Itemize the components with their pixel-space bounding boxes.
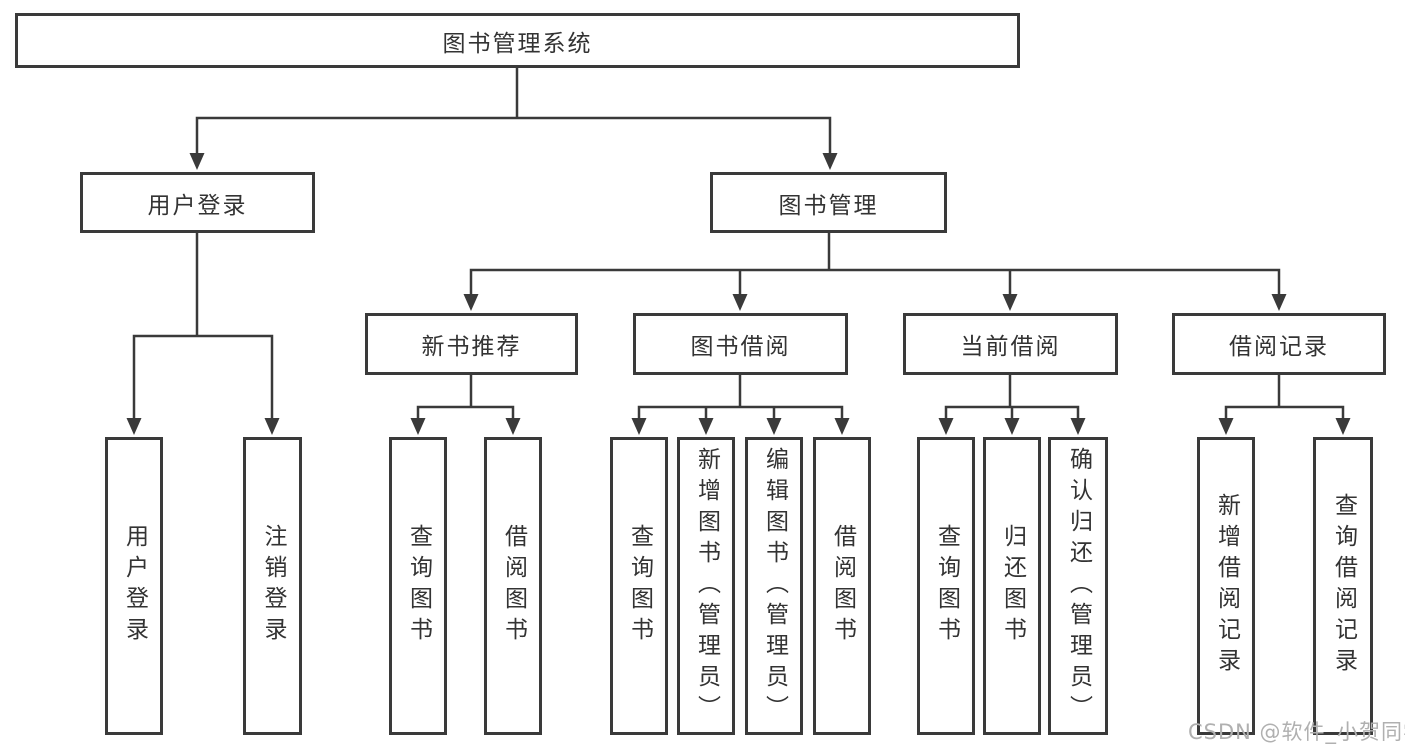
leaf-query-books-recommend: 查询图书 <box>389 437 447 735</box>
arrowhead-icons <box>126 153 1351 435</box>
node-book-borrowing: 图书借阅 <box>633 313 848 375</box>
node-book-management: 图书管理 <box>710 172 947 233</box>
leaf-logout: 注销登录 <box>243 437 302 735</box>
leaf-query-borrow-record: 查询借阅记录 <box>1313 437 1373 735</box>
leaf-borrow-books-recommend: 借阅图书 <box>484 437 542 735</box>
leaf-return-books: 归还图书 <box>983 437 1041 735</box>
leaf-add-borrow-record: 新增借阅记录 <box>1197 437 1255 735</box>
leaf-add-books-admin: 新增图书（管理员） <box>677 437 735 735</box>
node-current-borrowing: 当前借阅 <box>903 313 1118 375</box>
tree-edges <box>132 65 1345 422</box>
leaf-query-books-borrow: 查询图书 <box>610 437 668 735</box>
leaf-query-books-current: 查询图书 <box>917 437 975 735</box>
watermark: CSDN @软件_小贺同学 <box>1188 720 1405 744</box>
node-user-login: 用户登录 <box>80 172 315 233</box>
node-borrowing-records: 借阅记录 <box>1172 313 1386 375</box>
leaf-user-login: 用户登录 <box>105 437 163 735</box>
node-new-book-recommendation: 新书推荐 <box>365 313 578 375</box>
leaf-edit-books-admin: 编辑图书（管理员） <box>745 437 803 735</box>
leaf-borrow-books: 借阅图书 <box>813 437 871 735</box>
leaf-confirm-return-admin: 确认归还（管理员） <box>1048 437 1108 735</box>
node-root-system: 图书管理系统 <box>15 13 1020 68</box>
